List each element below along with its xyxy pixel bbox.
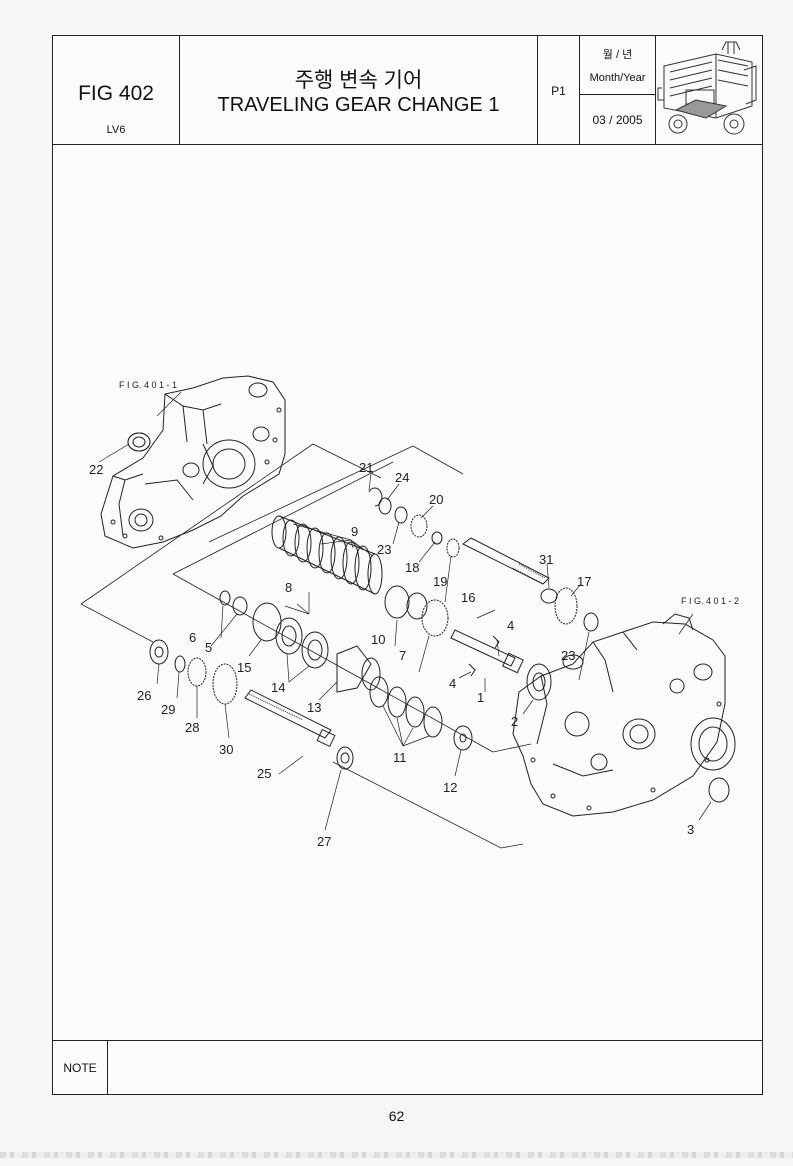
part-29-washer	[174, 655, 186, 673]
callout-24: 24	[395, 470, 409, 485]
part-12-washer	[453, 725, 473, 751]
callout-21: 21	[359, 460, 373, 475]
part-5-bearing	[232, 596, 248, 616]
callout-16: 16	[461, 590, 475, 605]
callout-14: 14	[271, 680, 285, 695]
callout-11: 11	[393, 750, 407, 765]
part-28-bevel-gear	[187, 657, 207, 687]
date-divider	[580, 94, 655, 95]
callout-9: 9	[351, 524, 358, 539]
part-26-bearing	[149, 639, 169, 665]
callout-1: 1	[477, 690, 484, 705]
callout-27: 27	[317, 834, 331, 849]
machine-thumbnail	[657, 41, 757, 135]
part-20-gear	[410, 514, 428, 538]
left-housing	[100, 375, 286, 549]
part-13-sleeve	[336, 645, 372, 693]
part-16-shaft	[462, 537, 550, 585]
note-row: NOTE	[53, 1040, 762, 1095]
part-14-bearing-a	[275, 617, 303, 655]
callout-6: 6	[189, 630, 196, 645]
part-27-bearing	[336, 746, 354, 770]
date-value: 03 / 2005	[592, 113, 643, 127]
title-block: FIG 402 LV6 주행 변속 기어 TRAVELING GEAR CHAN…	[53, 36, 762, 145]
date-label-korean: 월 / 년	[602, 49, 633, 61]
callout-12: 12	[443, 780, 457, 795]
callout-19: 19	[433, 574, 447, 589]
callout-3: 3	[687, 822, 694, 837]
note-label: NOTE	[53, 1041, 108, 1095]
part-3-o-ring	[708, 777, 730, 803]
fig-number: FIG 402	[78, 82, 154, 105]
callout-7: 7	[399, 648, 406, 663]
callout-13: 13	[307, 700, 321, 715]
callout-23-lower: 23	[561, 648, 575, 663]
ref-fig-401-2: F I G. 4 0 1 - 2	[681, 596, 739, 606]
exploded-view-diagram: F I G. 4 0 1 - 1 F I G. 4 0 1 - 2 22 21 …	[53, 144, 762, 1040]
part-14-bearing-b	[301, 631, 329, 669]
ref-fig-401-1: F I G. 4 0 1 - 1	[119, 380, 177, 390]
part-25-shaft	[244, 689, 332, 739]
callout-17: 17	[577, 574, 591, 589]
model-code: LV6	[106, 124, 126, 136]
callout-15: 15	[237, 660, 251, 675]
callout-22: 22	[89, 462, 103, 477]
part-23-bearing-lower	[583, 612, 599, 632]
parts-sheet: FIG 402 LV6 주행 변속 기어 TRAVELING GEAR CHAN…	[52, 35, 763, 1095]
part-11-plate-c	[405, 696, 425, 728]
callout-30: 30	[219, 742, 233, 757]
part-7-gear	[421, 599, 449, 637]
callout-25: 25	[257, 766, 271, 781]
part-22-seal	[127, 432, 151, 452]
part-11-plate-a	[369, 676, 389, 708]
part-6-ring	[219, 590, 231, 606]
page-number: 62	[388, 1108, 405, 1124]
part-21-clip	[368, 487, 383, 507]
callout-10: 10	[371, 632, 385, 647]
title-cell: 주행 변속 기어 TRAVELING GEAR CHANGE 1	[180, 36, 538, 144]
title-english: TRAVELING GEAR CHANGE 1	[217, 94, 500, 116]
callout-20: 20	[429, 492, 443, 507]
part-24-washer	[378, 497, 392, 515]
part-18-collar	[431, 531, 443, 545]
part-30-gear	[212, 663, 238, 705]
fig-cell: FIG 402 LV6	[53, 36, 180, 144]
right-housing	[512, 613, 736, 817]
part-23-bearing-upper	[394, 506, 408, 524]
callout-8: 8	[285, 580, 292, 595]
callout-26: 26	[137, 688, 151, 703]
part-1-shaft	[450, 629, 516, 667]
title-korean: 주행 변속 기어	[294, 69, 423, 92]
part-10-ring	[384, 585, 410, 619]
callout-23-upper: 23	[377, 542, 391, 557]
date-cell: 월 / 년 Month/Year 03 / 2005	[580, 36, 656, 144]
callout-2: 2	[511, 714, 518, 729]
callout-18: 18	[405, 560, 419, 575]
part-2-bearing	[526, 663, 552, 701]
callout-5: 5	[205, 640, 212, 655]
callout-4-upper: 4	[507, 618, 514, 633]
callout-29: 29	[161, 702, 175, 717]
part-31-collar	[540, 588, 558, 604]
page-code: P1	[551, 84, 566, 98]
part-4-pin-lower	[468, 663, 476, 677]
part-11-plate-d	[423, 706, 443, 738]
part-19-gear	[446, 538, 460, 558]
part-11-plate-b	[387, 686, 407, 718]
part-4-pin-upper	[492, 635, 500, 649]
part-15-collar	[252, 602, 282, 642]
callout-31: 31	[539, 552, 553, 567]
date-label-english: Month/Year	[589, 72, 646, 84]
part-17-gear	[554, 587, 578, 625]
page-code-cell: P1	[538, 36, 580, 144]
scan-artifact	[0, 1152, 793, 1158]
callout-28: 28	[185, 720, 199, 735]
machine-thumbnail-cell	[656, 36, 762, 144]
callout-4-lower: 4	[449, 676, 456, 691]
